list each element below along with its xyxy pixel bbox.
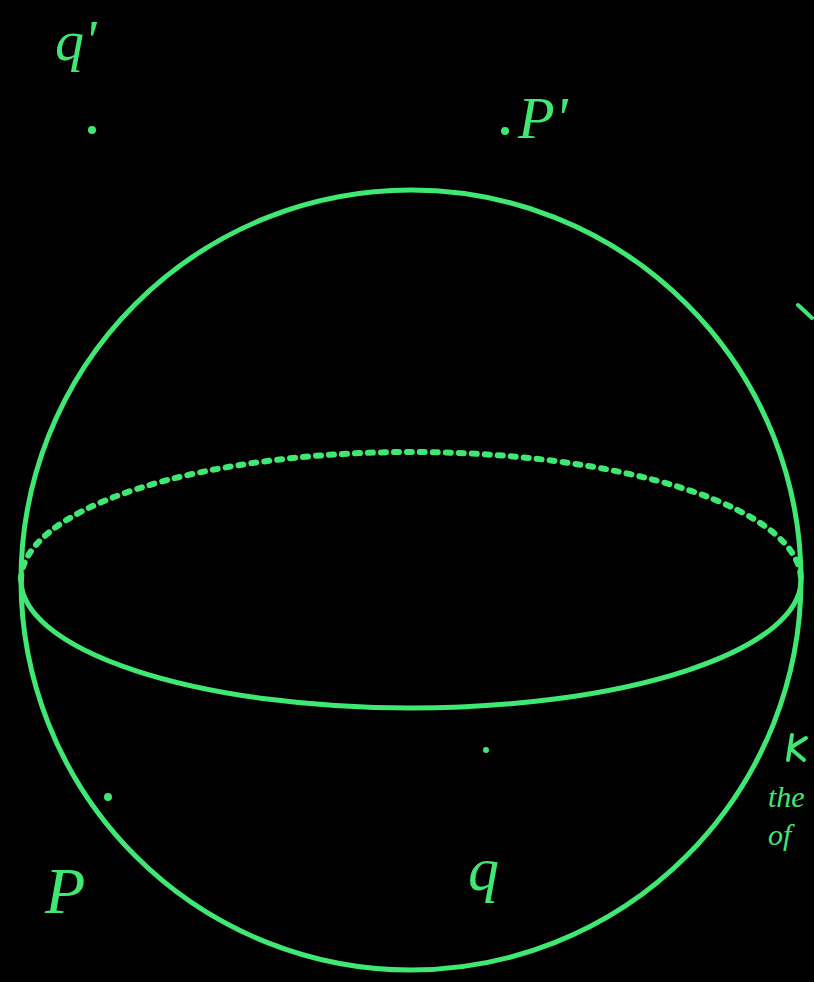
point-dot (483, 747, 489, 753)
sphere-outline (21, 190, 801, 970)
note-text: of (768, 820, 791, 850)
point-label: P (45, 858, 85, 924)
point-dot (104, 793, 112, 801)
point-label: q (468, 838, 499, 900)
note-text: the (768, 782, 805, 812)
point-dot (501, 127, 509, 135)
equator-front (21, 580, 801, 708)
point-dot (88, 126, 96, 134)
cut-stroke (788, 735, 806, 760)
point-label: P' (518, 88, 567, 148)
cut-stroke (798, 305, 812, 318)
point-label: q' (55, 12, 96, 70)
equator-back (21, 452, 801, 580)
